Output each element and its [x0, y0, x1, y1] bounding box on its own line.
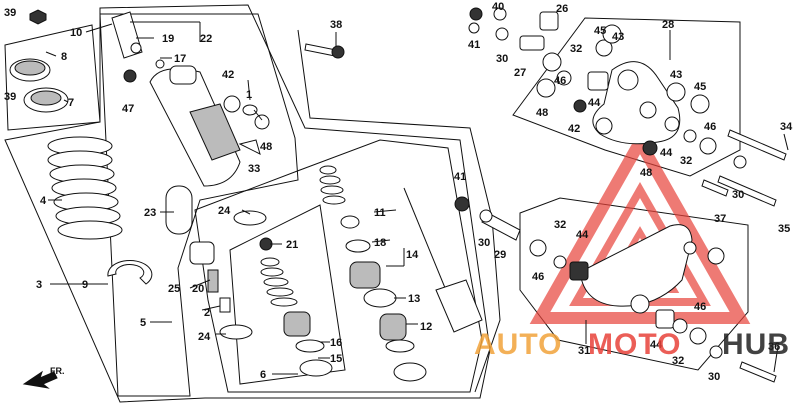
callout-10: 10 — [70, 27, 82, 39]
valve-stack-left — [260, 257, 298, 307]
callout-45b: 45 — [694, 81, 706, 93]
callout-39: 39 — [4, 7, 16, 19]
callout-26: 26 — [556, 3, 568, 15]
callout-23: 23 — [144, 207, 156, 219]
damper-internals — [259, 165, 483, 382]
callout-27: 27 — [514, 67, 526, 79]
watermark-moto: MOTO — [588, 328, 681, 361]
callout-30c: 30 — [478, 237, 490, 249]
callout-44c: 44 — [576, 229, 589, 241]
callout-13: 13 — [408, 293, 420, 305]
shock-spring — [47, 136, 123, 240]
callout-24b: 24 — [198, 331, 211, 343]
callout-6: 6 — [260, 369, 266, 381]
callout-15: 15 — [330, 353, 342, 365]
rear-shock-absorber — [9, 9, 270, 340]
callout-9: 9 — [82, 279, 88, 291]
callout-41b: 41 — [454, 171, 466, 183]
callout-19: 19 — [162, 33, 174, 45]
callout-48c: 48 — [640, 167, 652, 179]
callout-4: 4 — [40, 195, 47, 207]
callout-48: 48 — [260, 141, 272, 153]
callout-44d: 44 — [650, 339, 663, 351]
automotohub-triangle-logo-icon — [529, 129, 751, 324]
callout-39b: 39 — [4, 91, 16, 103]
callout-18: 18 — [374, 237, 386, 249]
callout-14: 14 — [406, 249, 419, 261]
callout-21: 21 — [286, 239, 298, 251]
front-direction-arrow-icon — [22, 370, 58, 389]
callout-44b: 44 — [660, 147, 673, 159]
valve-stack-right — [319, 165, 346, 205]
watermark-auto: AUTO — [474, 328, 562, 361]
watermark-hub: HUB — [722, 328, 790, 361]
callout-7: 7 — [68, 97, 74, 109]
callout-38: 38 — [330, 19, 342, 31]
callout-3: 3 — [36, 279, 42, 291]
leader-lines — [45, 21, 789, 375]
callout-17: 17 — [174, 53, 186, 65]
callout-48b: 48 — [536, 107, 548, 119]
callout-44a: 44 — [588, 97, 601, 109]
callout-32c: 32 — [554, 219, 566, 231]
callout-28: 28 — [662, 19, 674, 31]
callout-16: 16 — [330, 337, 342, 349]
callout-43b: 43 — [670, 69, 682, 81]
callout-12: 12 — [420, 321, 432, 333]
callout-30b: 30 — [732, 189, 744, 201]
callout-34: 34 — [780, 121, 793, 133]
callout-45a: 45 — [594, 25, 606, 37]
callout-30a: 30 — [496, 53, 508, 65]
callout-43a: 43 — [612, 31, 624, 43]
callout-31: 31 — [578, 345, 590, 357]
callout-11: 11 — [374, 207, 386, 219]
callout-46d: 46 — [694, 301, 706, 313]
callout-36: 36 — [768, 341, 780, 353]
callout-35: 35 — [778, 223, 790, 235]
callout-32a: 32 — [570, 43, 582, 55]
callout-46b: 46 — [704, 121, 716, 133]
callout-32d: 32 — [672, 355, 684, 367]
front-direction-arrow: FR. — [22, 366, 65, 389]
callout-42: 42 — [222, 69, 234, 81]
callout-37: 37 — [714, 213, 726, 225]
shock-arm-assembly — [304, 7, 787, 241]
callout-32b: 32 — [680, 155, 692, 167]
watermark-text: AUTO MOTO HUB — [474, 328, 790, 361]
callout-25: 25 — [168, 283, 180, 295]
callout-8: 8 — [61, 51, 67, 63]
callout-40: 40 — [492, 1, 504, 13]
callout-22: 22 — [200, 33, 212, 45]
callout-33: 33 — [248, 163, 260, 175]
callout-30d: 30 — [708, 371, 720, 383]
callout-20: 20 — [192, 283, 204, 295]
callout-46c: 46 — [532, 271, 544, 283]
shock-link-assembly — [529, 224, 777, 383]
callout-numbers: 39 8 39 7 4 3 9 5 10 19 22 17 47 42 1 48… — [4, 1, 793, 383]
callout-46a: 46 — [554, 75, 566, 87]
callout-41a: 41 — [468, 39, 480, 51]
front-direction-label: FR. — [50, 366, 65, 376]
callout-2: 2 — [204, 307, 210, 319]
callout-29: 29 — [494, 249, 506, 261]
callout-5: 5 — [140, 317, 146, 329]
callout-24a: 24 — [218, 205, 231, 217]
callout-1: 1 — [246, 89, 252, 101]
group-frames — [4, 4, 749, 403]
callout-47: 47 — [122, 103, 134, 115]
callout-42b: 42 — [568, 123, 580, 135]
